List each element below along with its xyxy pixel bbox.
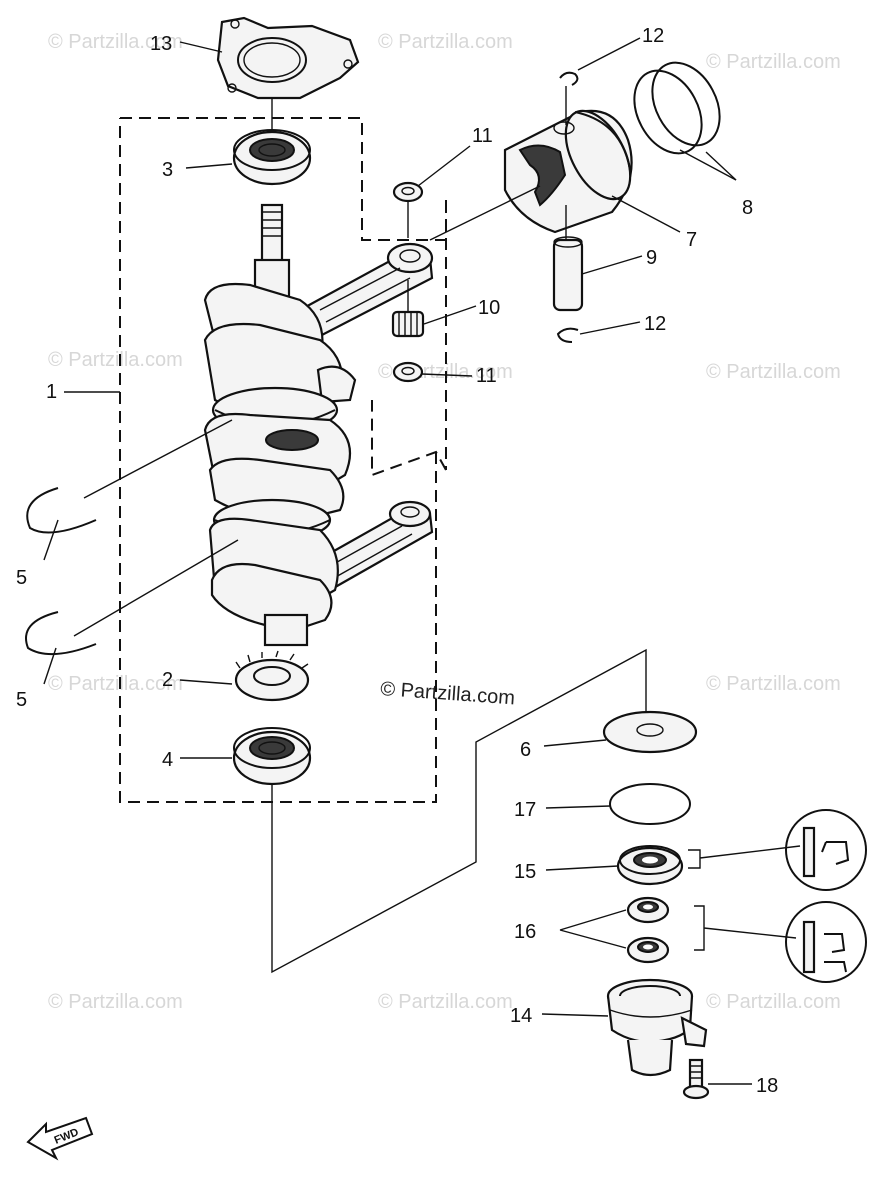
callout-1: 1	[46, 381, 57, 403]
watermark: © Partzilla.com	[48, 349, 183, 371]
callout-2: 2	[162, 669, 173, 691]
callout-14: 14	[510, 1005, 532, 1027]
leader	[73, 539, 239, 637]
callout-15: 15	[514, 861, 536, 883]
part-9-piston-pin	[552, 236, 584, 312]
part-2-gear	[234, 650, 310, 702]
part-11-washer-lower	[392, 361, 424, 383]
callout-12: 12	[644, 313, 666, 335]
watermark: © Partzilla.com	[378, 991, 513, 1013]
part-16-oil-seal-lower	[626, 936, 670, 964]
part-3-bearing	[232, 129, 312, 186]
callout-12: 12	[642, 25, 664, 47]
part-7-piston	[429, 109, 633, 241]
callout-18: 18	[756, 1075, 778, 1097]
part-15-oil-seal	[616, 845, 684, 886]
part-4-bearing	[232, 727, 312, 786]
part-12-clip-lower	[556, 327, 579, 343]
callout-8: 8	[742, 197, 753, 219]
part-5-circlip-upper	[26, 487, 97, 534]
callout-13: 13	[150, 33, 172, 55]
seal-profile-detail-15	[785, 809, 867, 891]
callout-5: 5	[16, 689, 27, 711]
part-17-o-ring	[609, 783, 691, 825]
part-8-piston-rings	[633, 61, 721, 155]
callout-11: 11	[472, 125, 493, 147]
leader	[694, 905, 797, 951]
part-10-needle-bearing	[391, 310, 425, 338]
watermark: © Partzilla.com	[706, 673, 841, 695]
part-5-circlip-lower	[25, 611, 97, 656]
part-16-oil-seal-upper	[626, 896, 670, 924]
watermark: © Partzilla.com	[48, 991, 183, 1013]
part-6-washer	[602, 710, 698, 754]
part-14-housing	[606, 978, 708, 1077]
center-watermark: © Partzilla.com	[380, 678, 516, 709]
fwd-arrow-icon: FWD	[26, 1116, 94, 1161]
callout-5: 5	[16, 567, 27, 589]
watermark-layer: © Partzilla.com © Partzilla.com © Partzi…	[48, 31, 841, 1013]
callout-leaders	[43, 37, 752, 1085]
watermark: © Partzilla.com	[378, 31, 513, 53]
callout-7: 7	[686, 229, 697, 251]
callout-3: 3	[162, 159, 173, 181]
leader	[688, 845, 801, 869]
assembly-line	[271, 648, 647, 974]
part-1-crankshaft	[203, 203, 434, 647]
callout-11: 11	[476, 365, 497, 387]
callout-9: 9	[646, 247, 657, 269]
watermark: © Partzilla.com	[706, 361, 841, 383]
part-18-bolt	[682, 1058, 710, 1100]
callout-17: 17	[514, 799, 536, 821]
assembly-boundary	[119, 117, 447, 803]
watermark: © Partzilla.com	[706, 991, 841, 1013]
part-13-plate	[216, 16, 360, 100]
watermark: © Partzilla.com	[48, 31, 183, 53]
leader	[559, 909, 627, 949]
callout-16: 16	[514, 921, 536, 943]
watermark: © Partzilla.com	[48, 673, 183, 695]
part-12-clip-upper	[559, 71, 579, 86]
watermark: © Partzilla.com	[706, 51, 841, 73]
callout-10: 10	[478, 297, 500, 319]
seal-profile-detail-16	[785, 901, 867, 983]
leader	[83, 419, 233, 499]
callout-4: 4	[162, 749, 173, 771]
callout-6: 6	[520, 739, 531, 761]
callout-numbers: 13 3 1 5 5 2 4 11 12 8 7 9 10 12 11 6 17…	[16, 25, 778, 1097]
